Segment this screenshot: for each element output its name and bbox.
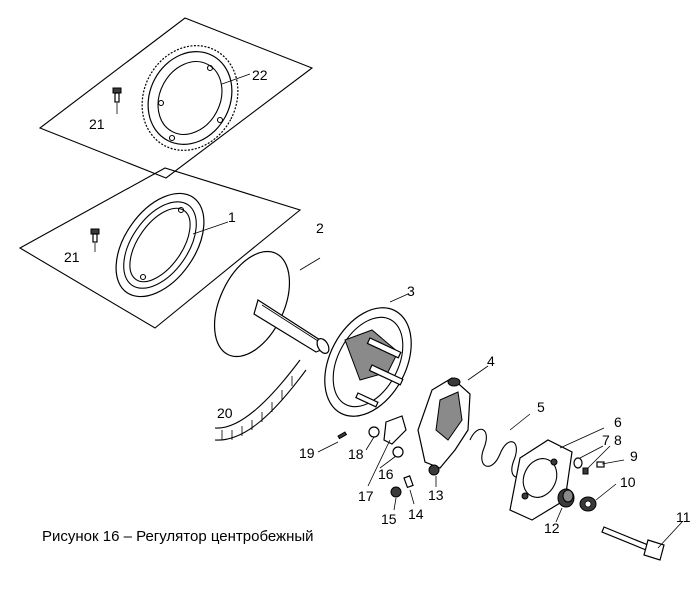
callout-14: 14 (408, 506, 424, 522)
pulley-half-2 (213, 250, 330, 358)
pin-9 (596, 461, 605, 468)
callout-16: 16 (378, 466, 394, 482)
callout-9: 9 (630, 448, 638, 464)
figure-caption: Рисунок 16 – Регулятор центробежный (42, 528, 314, 545)
callout-22: 22 (252, 67, 268, 83)
sleeve-14 (403, 475, 414, 489)
bolt-21-upper (112, 87, 122, 103)
callout-3: 3 (407, 283, 415, 299)
callout-17: 17 (358, 488, 374, 504)
bolt-11 (601, 521, 683, 561)
pulley-hub-3 (324, 293, 412, 417)
callout-10: 10 (620, 474, 636, 490)
callout-8: 8 (614, 432, 622, 448)
ring-gear-panel (38, 17, 314, 179)
callout-19: 19 (299, 445, 315, 461)
callout-1: 1 (228, 209, 236, 225)
spider-4 (417, 365, 489, 469)
callout-5: 5 (537, 399, 545, 415)
disc-part-1 (115, 192, 205, 298)
callout-18: 18 (348, 446, 364, 462)
ring-gear (141, 45, 239, 151)
nut-12 (557, 488, 575, 508)
callout-7: 7 (602, 432, 610, 448)
pin-19 (337, 431, 348, 440)
disc-panel (18, 167, 302, 329)
callout-20: 20 (217, 405, 233, 421)
roller-weight-17 (383, 415, 407, 445)
callout-4: 4 (487, 353, 495, 369)
bolt-21-lower (90, 228, 100, 243)
callout-6: 6 (614, 414, 622, 430)
callout-21-upper: 21 (89, 116, 105, 132)
screw-8 (582, 467, 589, 475)
callout-12: 12 (544, 520, 560, 536)
washer-16 (392, 446, 404, 458)
callout-21-lower: 21 (64, 249, 80, 265)
bushing-18 (368, 426, 380, 438)
callout-13: 13 (428, 487, 444, 503)
washer-7 (573, 457, 583, 469)
belt-20 (214, 359, 307, 441)
nut-15 (390, 486, 402, 498)
callout-2: 2 (316, 220, 324, 236)
washer-10 (579, 496, 597, 512)
bolt-13 (428, 464, 440, 476)
callout-11: 11 (676, 509, 691, 525)
callout-15: 15 (381, 511, 397, 527)
